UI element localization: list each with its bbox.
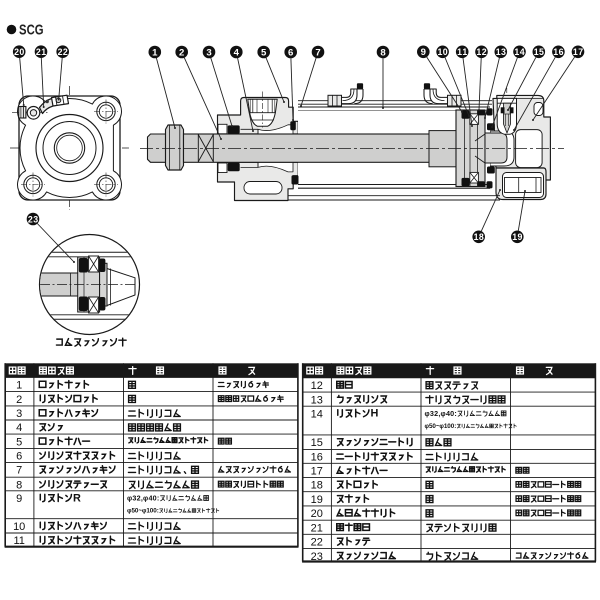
svg-text:4: 4 [234, 47, 240, 58]
svg-text:7: 7 [16, 465, 22, 477]
svg-text:1: 1 [16, 380, 22, 392]
svg-text:14: 14 [311, 408, 323, 420]
svg-text:16: 16 [311, 452, 323, 464]
svg-text:11: 11 [13, 535, 24, 547]
svg-text:2: 2 [16, 394, 22, 406]
svg-text:12: 12 [476, 47, 486, 57]
svg-text:19: 19 [512, 232, 522, 242]
svg-text:14: 14 [514, 47, 524, 57]
svg-text:7: 7 [315, 47, 320, 58]
svg-text:SCG: SCG [19, 21, 44, 38]
svg-text:φ32,φ40:: φ32,φ40: [127, 494, 159, 503]
svg-text:13: 13 [311, 394, 323, 406]
svg-text:9: 9 [16, 493, 22, 505]
svg-text:22: 22 [58, 47, 68, 57]
svg-text:19: 19 [311, 494, 323, 506]
svg-text:9: 9 [421, 47, 426, 58]
svg-text:4: 4 [16, 422, 22, 434]
svg-text:17: 17 [311, 466, 323, 478]
svg-text:5: 5 [16, 436, 22, 448]
svg-text:15: 15 [534, 47, 544, 57]
svg-text:H: H [371, 408, 379, 420]
svg-text:2: 2 [179, 47, 184, 58]
svg-text:R: R [73, 492, 81, 504]
svg-text:5: 5 [261, 47, 267, 58]
svg-text:φ32,φ40:: φ32,φ40: [425, 409, 457, 418]
svg-text:10: 10 [13, 521, 25, 533]
svg-text:23: 23 [28, 214, 38, 224]
svg-text:20: 20 [311, 508, 323, 520]
svg-text:8: 8 [380, 47, 386, 58]
svg-text:13: 13 [496, 47, 506, 57]
svg-text:12: 12 [311, 380, 323, 392]
svg-text:15: 15 [311, 437, 323, 449]
svg-text:11: 11 [457, 47, 467, 57]
svg-text:21: 21 [311, 522, 323, 534]
svg-text:10: 10 [438, 47, 448, 57]
svg-text:6: 6 [288, 47, 293, 58]
svg-text:6: 6 [16, 451, 22, 463]
svg-text:18: 18 [474, 232, 484, 242]
svg-text:φ50~φ100:: φ50~φ100: [127, 507, 159, 514]
svg-text:3: 3 [206, 47, 211, 58]
svg-text:21: 21 [36, 47, 46, 57]
svg-text:20: 20 [14, 47, 24, 57]
svg-text:φ50~φ100:: φ50~φ100: [425, 423, 457, 430]
svg-text:17: 17 [573, 47, 583, 57]
svg-text:8: 8 [16, 479, 22, 491]
svg-text:16: 16 [553, 47, 563, 57]
svg-text:3: 3 [16, 408, 22, 420]
svg-text:23: 23 [311, 551, 323, 563]
svg-text:18: 18 [311, 480, 323, 492]
svg-text:22: 22 [311, 537, 323, 549]
svg-text:1: 1 [152, 47, 158, 58]
